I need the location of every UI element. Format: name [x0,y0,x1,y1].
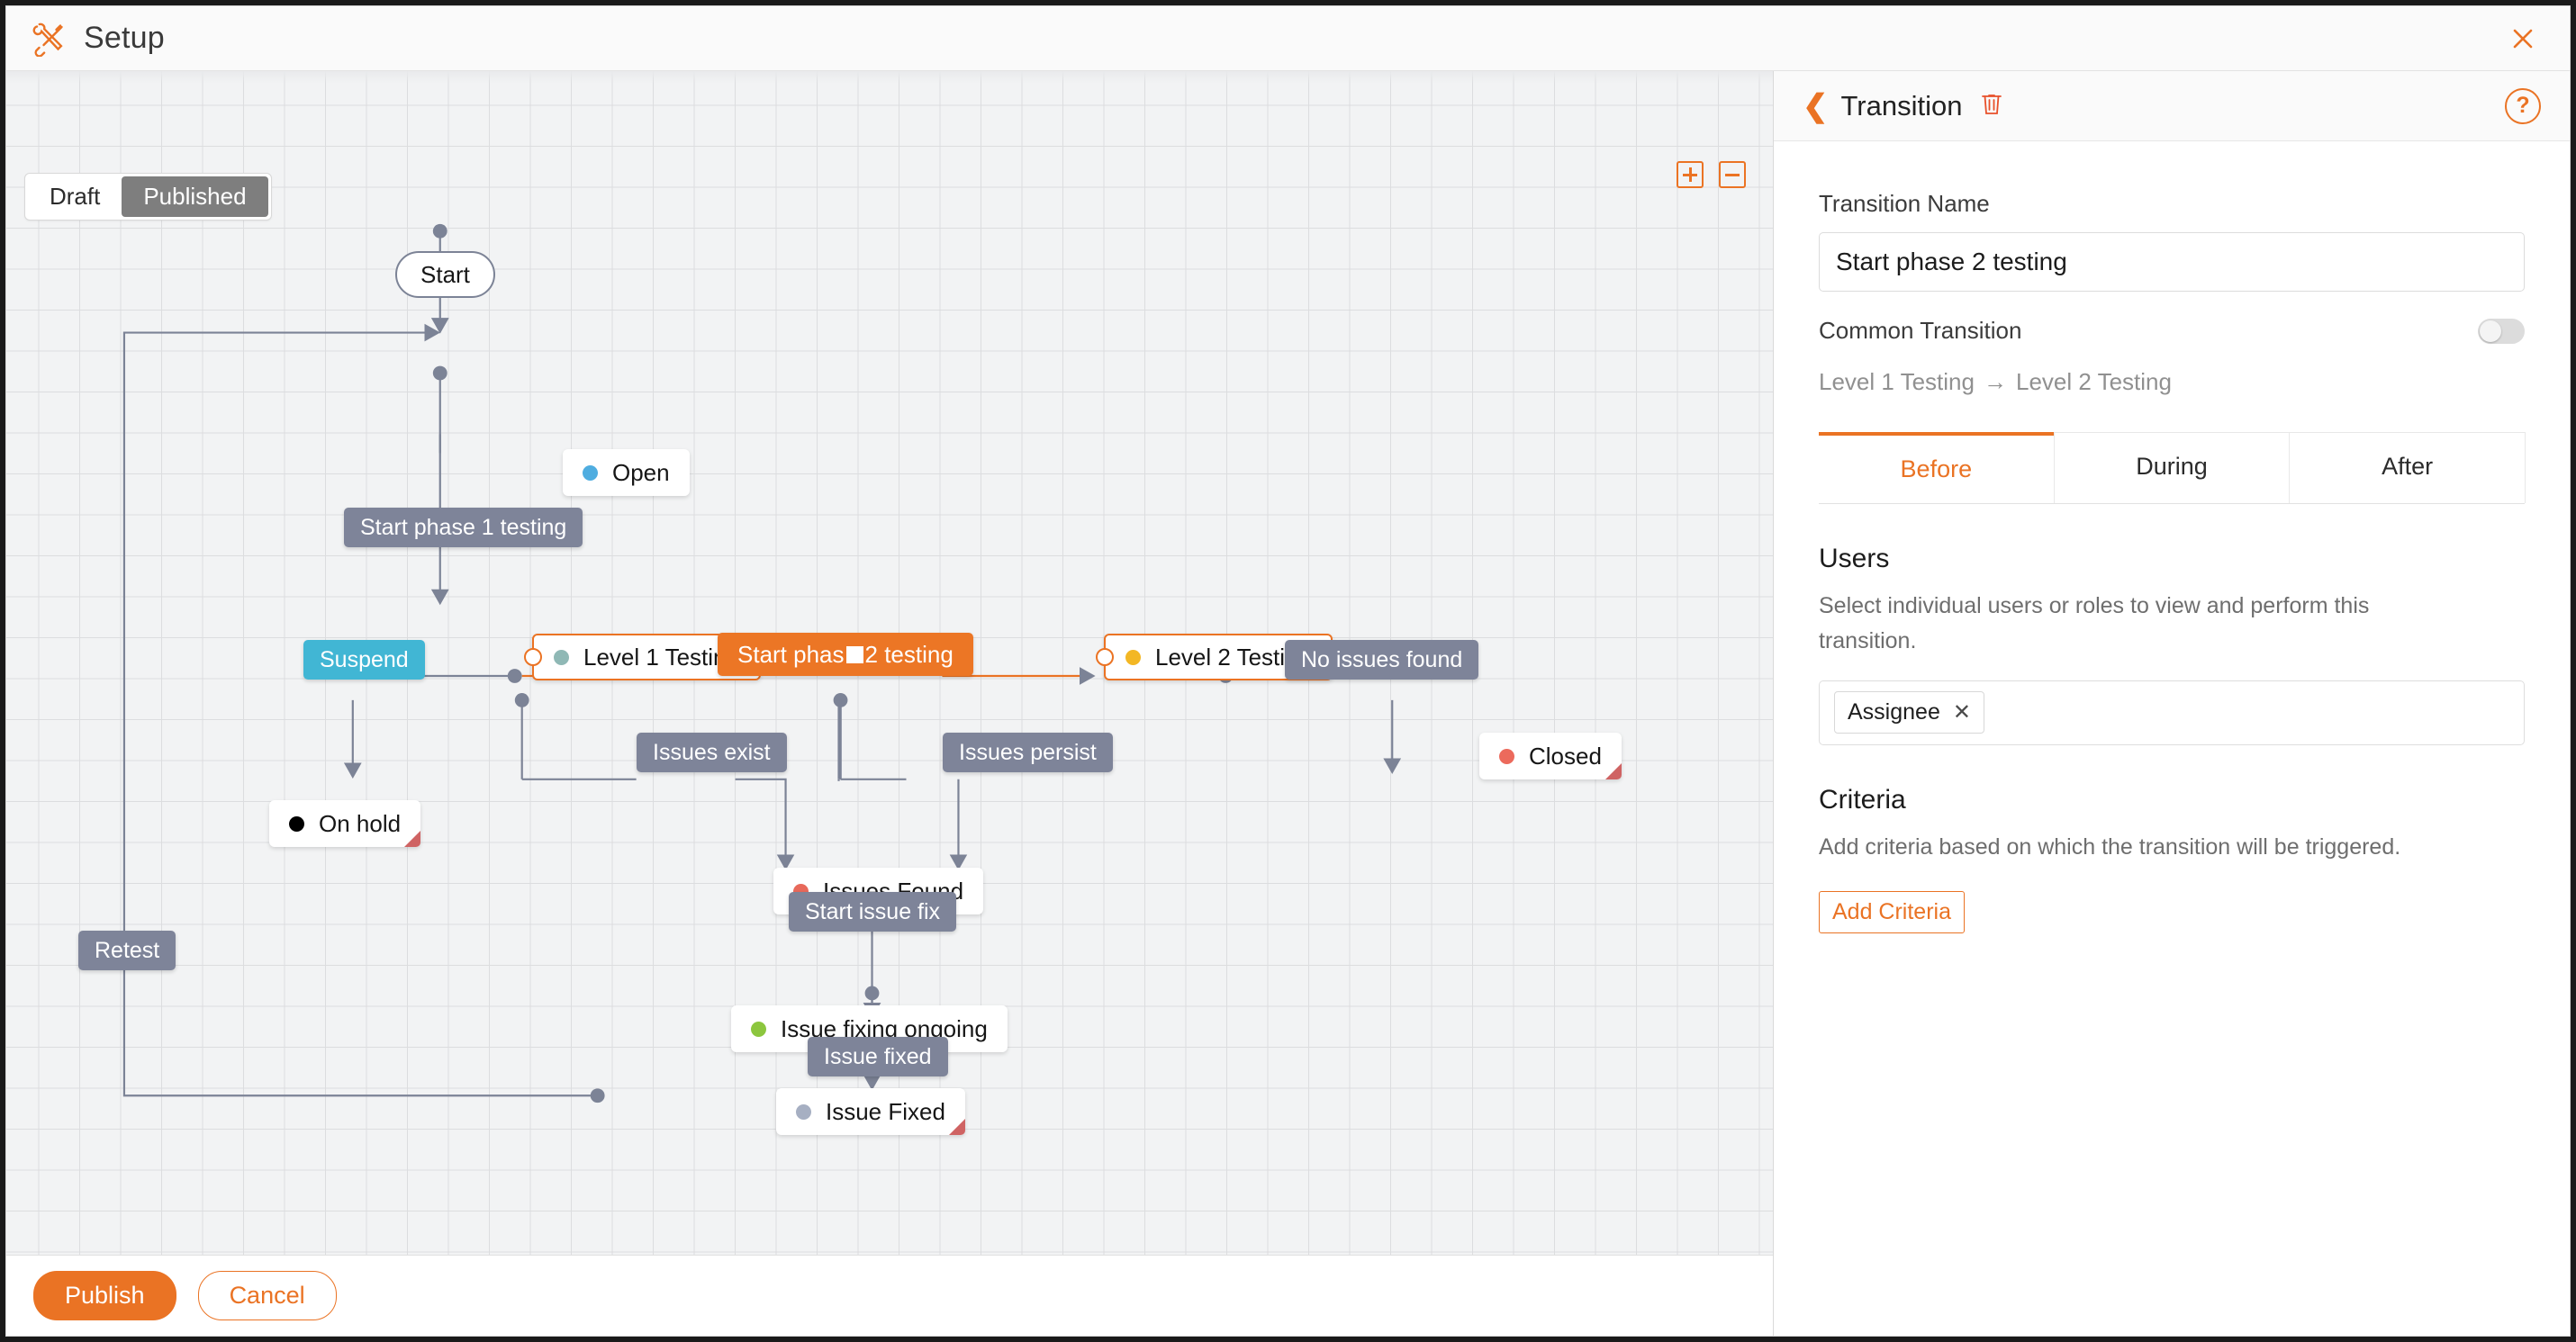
node-on-hold[interactable]: On hold [269,800,421,847]
cancel-button[interactable]: Cancel [197,1271,337,1320]
flow-from-state: Level 1 Testing [1819,368,1975,395]
corner-fold-icon [1604,763,1622,779]
criteria-section-title: Criteria [1819,784,1906,815]
transition-issues-exist[interactable]: Issues exist [637,733,787,772]
transition-label: Start issue fix [805,898,941,924]
chevron-left-icon[interactable]: ❮ [1803,88,1829,123]
transition-issues-persist[interactable]: Issues persist [943,733,1113,772]
draft-published-toggle[interactable]: Draft Published [24,173,272,221]
workflow-edges [122,223,1402,1103]
transition-start-phase-1-testing[interactable]: Start phase 1 testing [344,508,583,547]
status-dot [554,649,569,665]
window-titlebar: Setup [6,6,2570,71]
panel-body: Transition Name Common Transition Level … [1774,141,2570,1336]
status-dot [1125,649,1141,665]
transition-label: Suspend [320,646,409,672]
panel-header: ❮ Transition ? [1774,71,2570,141]
transition-name-input[interactable] [1819,232,2525,292]
arrow-right-icon: → [1983,368,2007,395]
publish-button[interactable]: Publish [33,1271,176,1320]
node-start[interactable]: Start [395,251,495,298]
status-dot [1499,748,1514,764]
transition-label: Issues persist [959,739,1097,765]
tools-icon [30,20,68,58]
users-section-description: Select individual users or roles to view… [1819,593,2370,653]
chip-assignee[interactable]: Assignee ✕ [1834,691,1984,734]
transition-no-issues-found[interactable]: No issues found [1285,640,1479,680]
node-label: On hold [319,809,402,837]
status-dot [796,1103,811,1120]
common-transition-row: Common Transition [1819,317,2525,345]
help-icon[interactable]: ? [2505,87,2541,124]
toggle-option-published[interactable]: Published [122,176,268,218]
zoom-in-icon[interactable] [1677,161,1704,188]
transition-suspend[interactable]: Suspend [303,640,425,680]
users-section-title: Users [1819,544,1890,573]
node-label: Issue Fixed [826,1097,945,1125]
panel-title: Transition [1840,89,1963,122]
transition-retest[interactable]: Retest [78,931,176,970]
node-label: Level 1 Testing [583,643,739,671]
node-label: Closed [1529,742,1602,770]
close-icon[interactable]: ✕ [1952,700,1971,725]
port-left[interactable] [1096,648,1114,666]
trash-icon[interactable] [1980,91,2003,121]
status-dot [583,464,598,481]
workflow-canvas[interactable]: Draft Published [6,71,1773,1255]
tab-before[interactable]: Before [1819,432,2055,503]
panel-tabs: Before During After [1819,432,2526,504]
transition-label: No issues found [1301,646,1463,672]
toggle-option-draft[interactable]: Draft [50,183,101,210]
transition-label: Issues exist [653,739,771,765]
port-left[interactable] [524,648,542,666]
common-transition-toggle[interactable] [2478,318,2525,344]
transition-flow: Level 1 Testing → Level 2 Testing [1819,368,2525,396]
node-closed[interactable]: Closed [1479,733,1622,779]
status-dot [289,815,304,832]
zoom-controls [1677,161,1746,188]
toggle-knob [2480,320,2501,342]
transition-label: Retest [95,937,160,963]
zoom-out-icon[interactable] [1719,161,1746,188]
transition-label: Issue fixed [824,1043,932,1069]
status-dot [751,1021,766,1037]
chip-label: Assignee [1848,699,1940,725]
transition-label-pre: Start phas [737,640,845,668]
tab-during[interactable]: During [2053,432,2291,503]
close-icon[interactable] [2503,19,2543,59]
text-cursor-glyph [845,645,863,663]
transition-start-issue-fix[interactable]: Start issue fix [789,892,957,932]
transition-label: Start phase 1 testing [360,514,567,540]
transition-label-post: 2 testing [864,640,954,668]
corner-fold-icon [948,1119,965,1135]
transition-start-phase-2-testing[interactable]: Start phas 2 testing [718,633,973,676]
common-transition-label: Common Transition [1819,317,2022,344]
canvas-footer: Publish Cancel [6,1255,1773,1336]
node-label: Open [612,458,670,486]
node-issue-fixed[interactable]: Issue Fixed [776,1088,965,1135]
flow-to-state: Level 2 Testing [2015,368,2172,395]
corner-fold-icon [404,831,421,847]
node-label: Start [420,260,470,288]
add-criteria-button[interactable]: Add Criteria [1819,891,1965,934]
transition-details-panel: ❮ Transition ? Transition Name Common Tr [1774,71,2570,1336]
criteria-section-description: Add criteria based on which the transiti… [1819,833,2401,860]
node-open[interactable]: Open [563,449,690,496]
setup-window: Setup Draft Published [5,5,2571,1337]
workflow-canvas-panel: Draft Published [6,71,1774,1336]
window-body: Draft Published [6,71,2570,1336]
tab-after[interactable]: After [2289,432,2526,503]
transition-issue-fixed[interactable]: Issue fixed [808,1037,948,1076]
transition-name-label: Transition Name [1819,190,1990,217]
page-title: Setup [84,21,165,55]
users-chip-field[interactable]: Assignee ✕ [1819,680,2525,745]
